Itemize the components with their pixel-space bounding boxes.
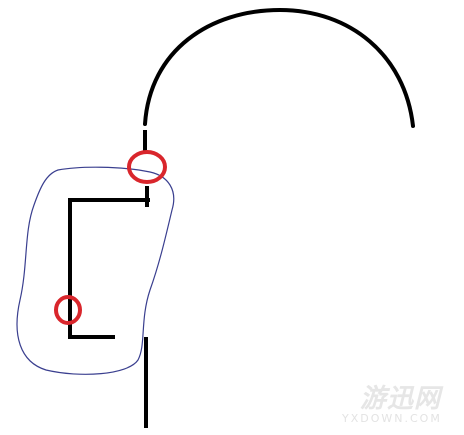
- watermark-url: YXDOWN.COM: [342, 412, 442, 425]
- blue-freehand-outline: [16, 166, 175, 375]
- watermark-logo: 游迅网: [360, 384, 442, 414]
- red-circle-marker-lower: [54, 295, 82, 325]
- red-circle-marker-upper: [127, 150, 167, 184]
- black-arc: [143, 7, 415, 128]
